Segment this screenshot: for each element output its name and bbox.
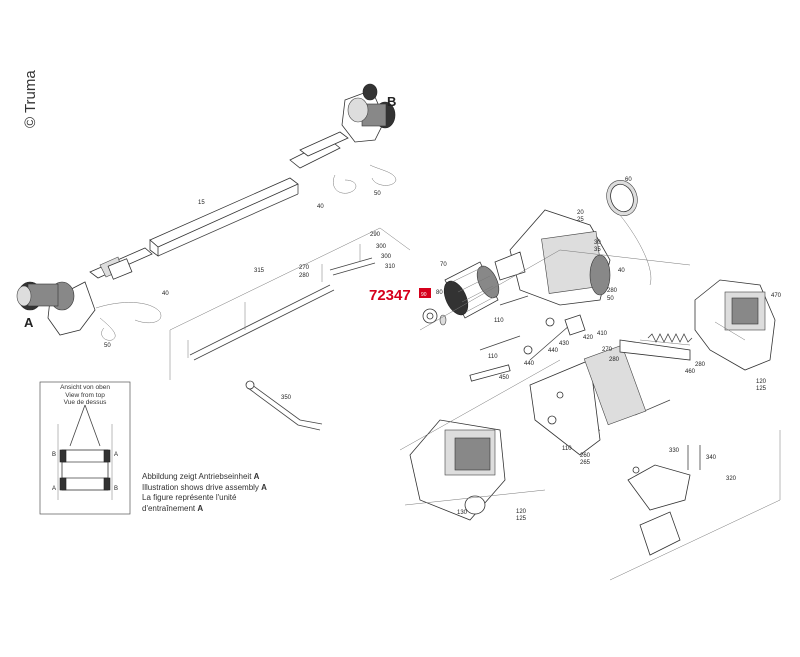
callout: 40 <box>162 291 169 297</box>
note-line: Abbildung zeigt Antriebseinheit A <box>142 472 267 483</box>
rod-assembly <box>169 227 411 380</box>
view-title: Ansicht von oben View from top Vue de de… <box>40 384 130 407</box>
spring <box>647 333 693 343</box>
view-from-top-inset: B A A B <box>39 381 131 515</box>
callout: 60 <box>625 177 632 183</box>
inset-side-label: A <box>52 486 56 492</box>
note-line: Illustration shows drive assembly A <box>142 483 267 494</box>
note-text: d'entraînement <box>142 503 198 513</box>
note-bold: A <box>261 482 267 492</box>
callout: 440 <box>548 348 559 354</box>
callout: 320 <box>726 476 737 482</box>
callout: 460 <box>685 369 696 375</box>
callout: 280 <box>299 273 310 279</box>
highlight-marker[interactable] <box>419 288 431 298</box>
callout: 110 <box>562 446 572 452</box>
callout: 40 <box>618 268 625 274</box>
callout: 35 <box>594 247 601 253</box>
note-line: d'entraînement A <box>142 504 267 515</box>
callout: 470 <box>771 293 782 299</box>
callout: 350 <box>281 395 292 401</box>
assembly-label-b: B <box>387 94 396 109</box>
callout: 125 <box>756 386 767 392</box>
callout: 270 <box>299 265 310 271</box>
small-bracket <box>627 445 701 556</box>
callout: 110 <box>488 354 498 360</box>
drive-unit-b <box>289 83 397 194</box>
note-bold: A <box>253 472 260 481</box>
callout: 15 <box>198 200 205 206</box>
inset-side-label: B <box>114 486 118 492</box>
cross-tube <box>149 177 299 257</box>
note-text: La figure représente l'unité <box>142 493 237 502</box>
view-title-line: View from top <box>65 391 105 399</box>
callout: 50 <box>374 191 381 197</box>
washer-90 <box>439 314 447 326</box>
mounting-bracket <box>529 339 691 456</box>
callout: 280 <box>607 288 618 294</box>
callout: 330 <box>669 448 680 454</box>
drive-assembly-note: Abbildung zeigt Antriebseinheit A Illust… <box>142 472 267 514</box>
callout: 25 <box>577 217 584 223</box>
callout: 310 <box>385 264 396 270</box>
callout: 120 <box>516 509 527 515</box>
note-text: Illustration shows drive assembly <box>142 482 262 492</box>
cover-lower <box>409 419 506 521</box>
callout: 260 <box>580 453 591 459</box>
crank-lever <box>245 380 323 431</box>
callout: 70 <box>440 262 447 268</box>
callout: 300 <box>381 254 392 260</box>
callout: 270 <box>602 347 613 353</box>
callout: 125 <box>516 516 527 522</box>
callout: 50 <box>104 343 111 349</box>
callout: 300 <box>376 244 387 250</box>
callout: 120 <box>756 379 767 385</box>
callout: 340 <box>706 455 717 461</box>
washer-80-hole <box>426 312 434 320</box>
cover-right <box>694 279 776 371</box>
callout: 430 <box>559 341 570 347</box>
callout: 50 <box>607 296 614 302</box>
view-title-line: Ansicht von oben <box>60 384 110 391</box>
callout: 450 <box>499 375 510 381</box>
callout: 265 <box>580 460 591 466</box>
highlight-item-ref: 90 <box>421 292 427 298</box>
callout: 280 <box>609 357 620 363</box>
note-text: Abbildung zeigt Antriebseinheit <box>142 472 254 481</box>
callout: 20 <box>577 210 584 216</box>
view-title-line: Vue de dessus <box>63 399 107 406</box>
callout: 40 <box>317 204 324 210</box>
callout: 30 <box>594 240 601 246</box>
callout-labels: 15 40 50 40 50 290 300 300 310 315 270 2… <box>104 177 782 522</box>
highlight-part-number: 72347 <box>369 287 411 304</box>
callout: 110 <box>494 318 504 324</box>
bolts <box>469 295 671 441</box>
inset-side-label: B <box>52 452 56 458</box>
note-line: La figure représente l'unité <box>142 493 267 504</box>
callout: 280 <box>695 362 706 368</box>
note-bold: A <box>197 503 204 513</box>
callout: 290 <box>370 232 381 238</box>
motor-housing <box>494 180 652 306</box>
callout: 440 <box>524 361 535 367</box>
callout: 420 <box>583 335 594 341</box>
inset-side-label: A <box>114 452 118 458</box>
callout: 315 <box>254 268 265 274</box>
assembly-label-a: A <box>24 315 34 330</box>
drive-unit-a <box>16 247 162 341</box>
roller <box>443 261 500 319</box>
callout: 130 <box>457 510 468 516</box>
callout: 80 <box>436 290 443 296</box>
callout: 410 <box>597 331 608 337</box>
